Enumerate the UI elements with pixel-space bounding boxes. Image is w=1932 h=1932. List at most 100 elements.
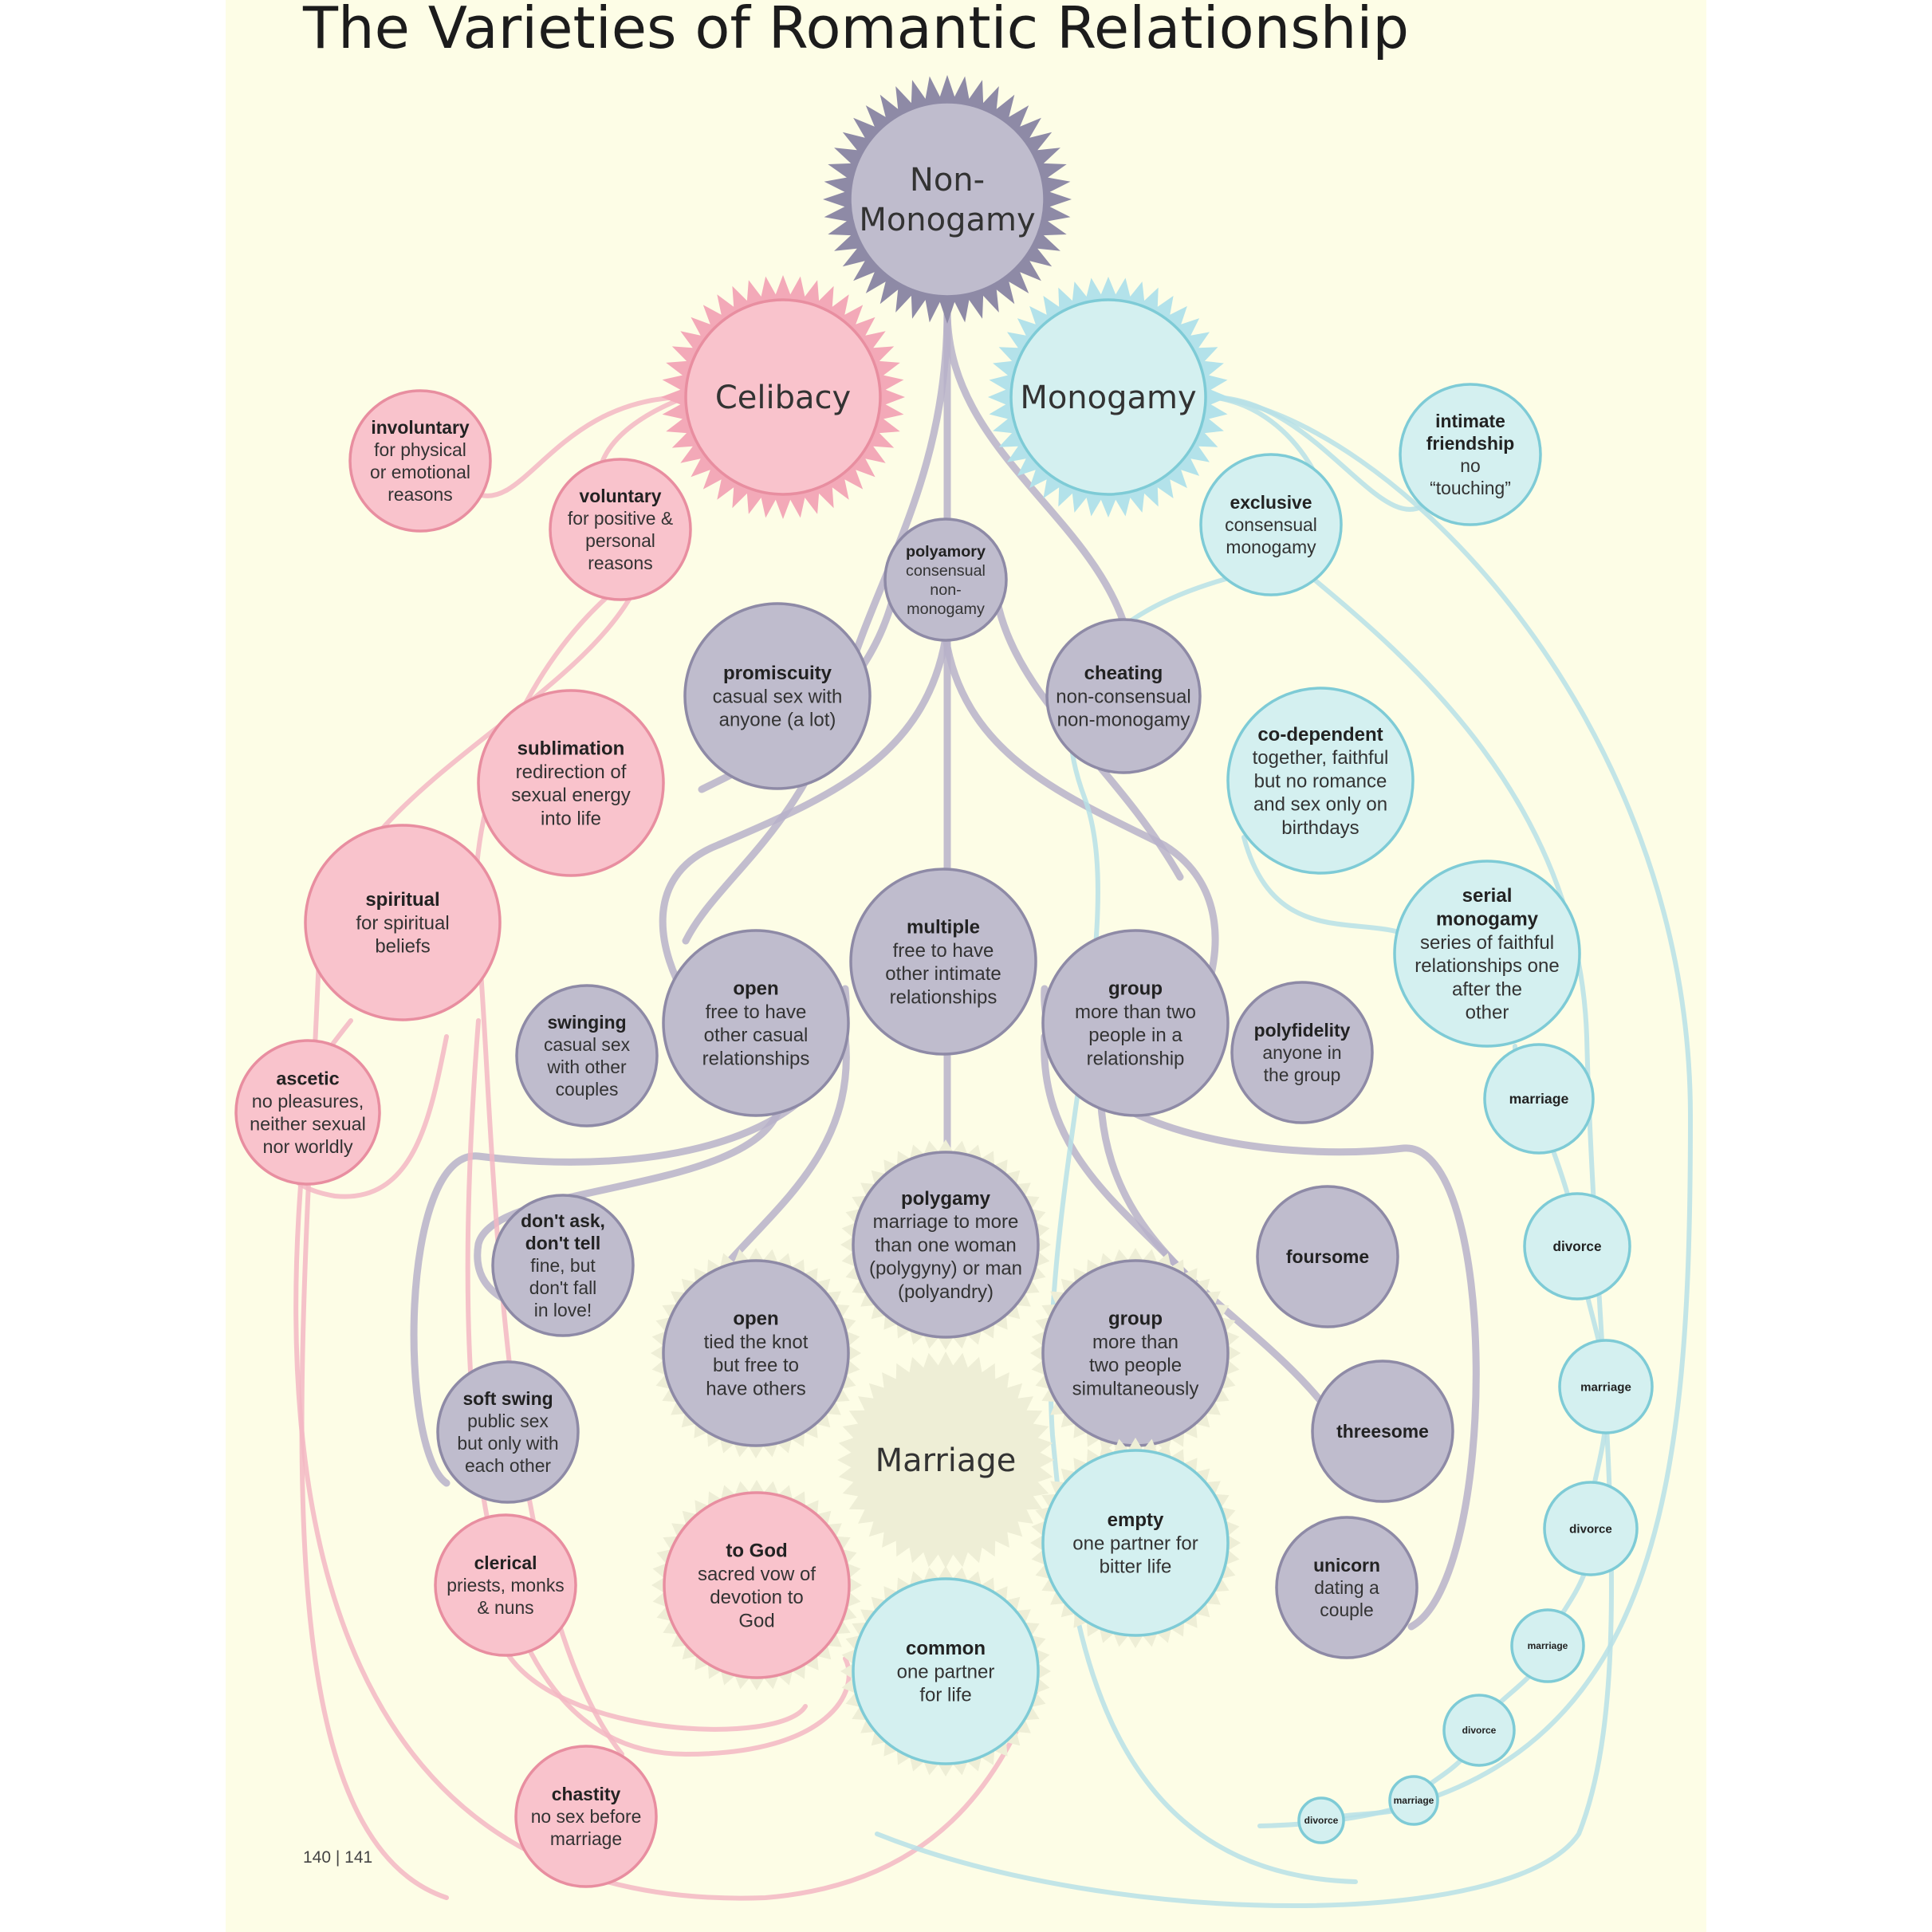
connector-curve-grey [942,634,1219,1001]
node-description: redirection of [516,761,627,783]
node-circle [1275,1516,1419,1659]
node-name: cheating [1084,663,1163,684]
node-circle [1399,383,1542,526]
node-description: nor worldly [262,1136,352,1157]
node-name: foursome [1286,1246,1369,1267]
node-description: series of faithful [1420,932,1554,954]
node-circle [849,868,1037,1056]
node-description: reasons [388,484,452,505]
node-name: polyamory [906,543,986,561]
node-circle [663,1491,851,1679]
node-description: priests, monks [447,1575,564,1596]
node-s-marriage-2: marriage [1558,1339,1654,1434]
node-name: open [733,978,778,1000]
node-circle [1442,1694,1516,1767]
node-text: marriage [1394,1795,1434,1806]
node-description: (polyandry) [898,1281,994,1303]
node-description: marriage to more [873,1211,1019,1233]
node-description: for positive & [568,508,673,529]
node-description: the group [1264,1064,1341,1085]
node-name: intimate [1435,411,1505,431]
node-circle [436,1360,580,1504]
node-name: serial [1462,885,1513,907]
node-description: anyone in [1262,1042,1341,1063]
node-name: group [1108,1308,1163,1330]
node-description: into life [541,808,601,829]
node-circle [662,1259,850,1447]
node-description: consensual [906,562,986,580]
node-description: one partner [897,1661,995,1682]
node-description: no [1460,455,1480,476]
node-foursome: foursome [1256,1185,1399,1328]
node-description: & nuns [477,1597,533,1618]
node-description: or emotional [370,462,470,482]
node-description: marriage [550,1828,622,1849]
node-circle [1256,1185,1399,1328]
node-description: don't fall [529,1277,597,1298]
node-name: co-dependent [1257,724,1383,746]
node-circle [491,1194,635,1337]
node-name: to God [726,1540,787,1562]
node-description: relationship [1087,1048,1185,1069]
node-circle [1297,1796,1345,1844]
node-description: consensual [1225,514,1317,535]
node-description: and sex only on [1253,794,1387,816]
node-circle [1311,1359,1454,1503]
node-circle [1041,1259,1230,1447]
node-s-divorce-1: divorce [1523,1192,1631,1300]
node-name: divorce [1462,1725,1497,1736]
node-circle [348,389,492,533]
node-text: divorce [1569,1522,1612,1536]
node-description: non-monogamy [1057,710,1190,731]
node-description: simultaneously [1072,1378,1199,1399]
node-description: than one woman [875,1234,1016,1256]
node-circle [848,100,1046,298]
node-description: relationships one [1415,955,1559,977]
node-name: monogamy [1436,909,1539,931]
node-description: personal [585,530,655,551]
connector-curve-pink [476,395,688,498]
page-title: The Varieties of Romantic Relationship [302,0,1409,61]
node-circle [662,929,850,1117]
connector-curve-grey [943,307,1127,626]
node-circle [234,1039,381,1186]
node-description: couple [1320,1600,1373,1620]
node-s-marriage-3: marriage [1510,1608,1585,1683]
node-circle [852,1151,1040,1339]
node-name: ascetic [276,1068,339,1088]
node-description: for life [919,1685,971,1706]
node-text: foursome [1286,1246,1369,1267]
node-circle [684,298,882,496]
node-description: together, faithful [1253,747,1389,769]
node-name: common [906,1638,986,1659]
node-description: with other [546,1057,627,1077]
node-description: “touching” [1430,478,1511,498]
node-name: sublimation [517,738,625,760]
node-circle [304,824,502,1021]
node-description: but only with [457,1433,558,1454]
node-circle [1230,981,1374,1124]
node-description: monogamy [1226,537,1316,557]
node-name: marriage [1580,1380,1631,1394]
node-description: birthdays [1281,817,1359,839]
